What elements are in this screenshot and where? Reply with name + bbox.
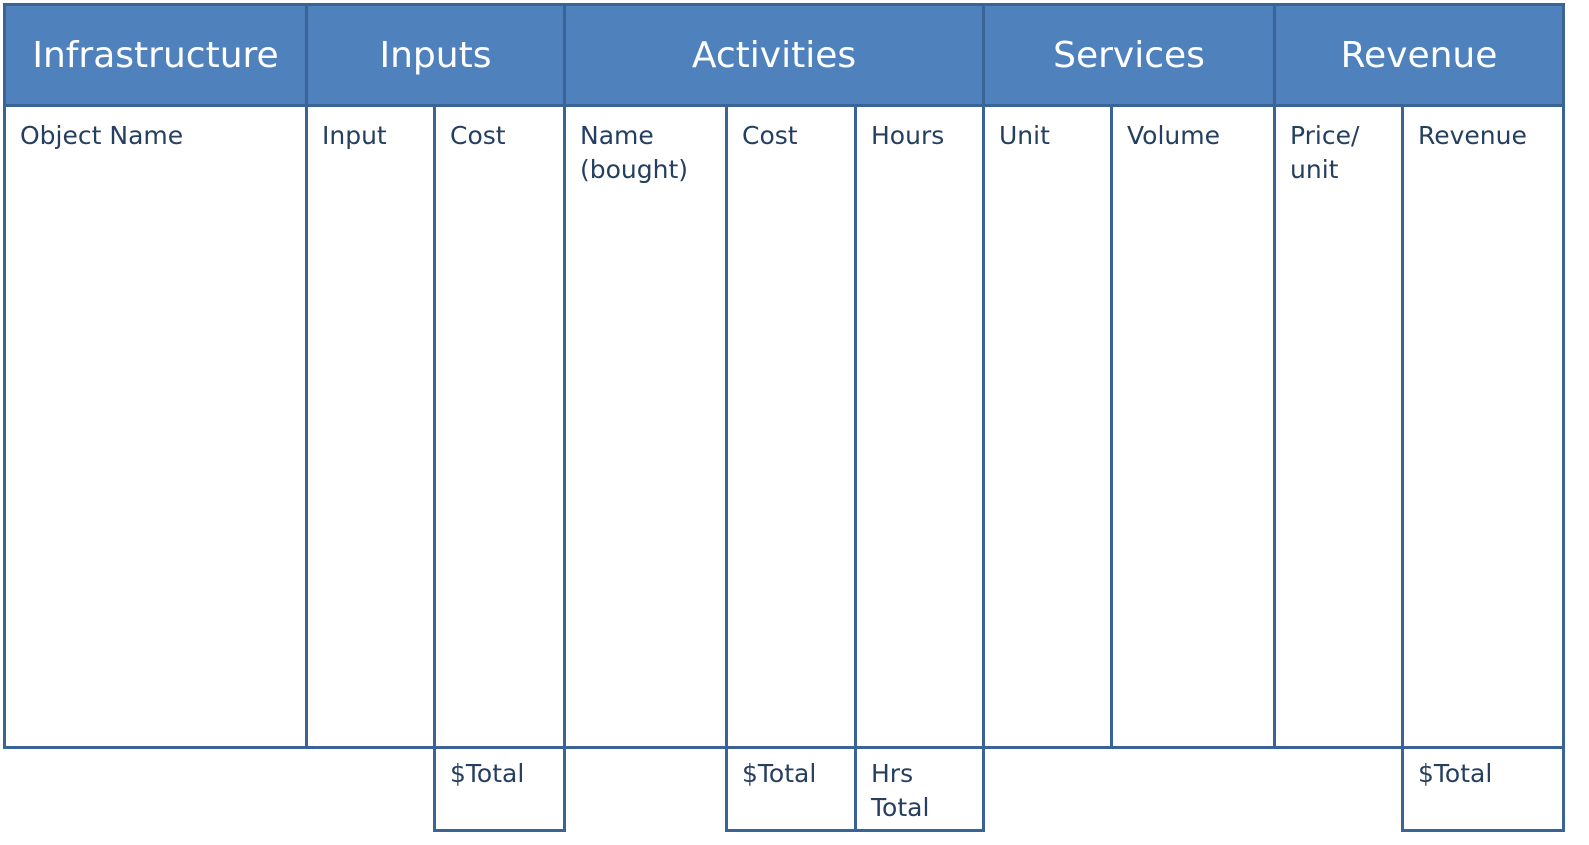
activity-cost-total-label: $Total — [742, 759, 817, 788]
header-revenue: Revenue — [1273, 3, 1565, 107]
header-inputs-label: Inputs — [379, 34, 492, 76]
column-object-name: Object Name — [3, 107, 308, 749]
input-cost-total-label: $Total — [450, 759, 525, 788]
hours-total-box: Hrs Total — [854, 746, 985, 832]
header-infrastructure-label: Infrastructure — [32, 34, 279, 76]
header-services-label: Services — [1053, 34, 1205, 76]
column-unit-label: Unit — [999, 121, 1050, 150]
column-activity-cost-label: Cost — [742, 121, 798, 150]
header-inputs: Inputs — [305, 3, 566, 107]
column-input: Input — [305, 107, 436, 749]
column-revenue: Revenue — [1401, 107, 1565, 749]
header-services: Services — [982, 3, 1276, 107]
input-cost-total-box: $Total — [433, 746, 566, 832]
column-input-cost: Cost — [433, 107, 566, 749]
header-activities: Activities — [563, 3, 985, 107]
column-input-cost-label: Cost — [450, 121, 506, 150]
activity-cost-total-box: $Total — [725, 746, 857, 832]
column-volume: Volume — [1110, 107, 1276, 749]
column-input-label: Input — [322, 121, 387, 150]
column-revenue-label: Revenue — [1418, 121, 1527, 150]
revenue-total-label: $Total — [1418, 759, 1493, 788]
column-hours-label: Hours — [871, 121, 945, 150]
header-infrastructure: Infrastructure — [3, 3, 308, 107]
header-revenue-label: Revenue — [1340, 34, 1498, 76]
column-name-bought: Name (bought) — [563, 107, 728, 749]
column-object-name-label: Object Name — [20, 121, 184, 150]
header-activities-label: Activities — [691, 34, 857, 76]
column-volume-label: Volume — [1127, 121, 1220, 150]
revenue-total-box: $Total — [1401, 746, 1565, 832]
column-price-unit: Price/ unit — [1273, 107, 1404, 749]
column-hours: Hours — [854, 107, 985, 749]
column-activity-cost: Cost — [725, 107, 857, 749]
column-name-bought-label: Name (bought) — [580, 121, 689, 184]
hours-total-label: Hrs Total — [871, 759, 930, 822]
column-price-unit-label: Price/ unit — [1290, 121, 1360, 184]
column-unit: Unit — [982, 107, 1113, 749]
